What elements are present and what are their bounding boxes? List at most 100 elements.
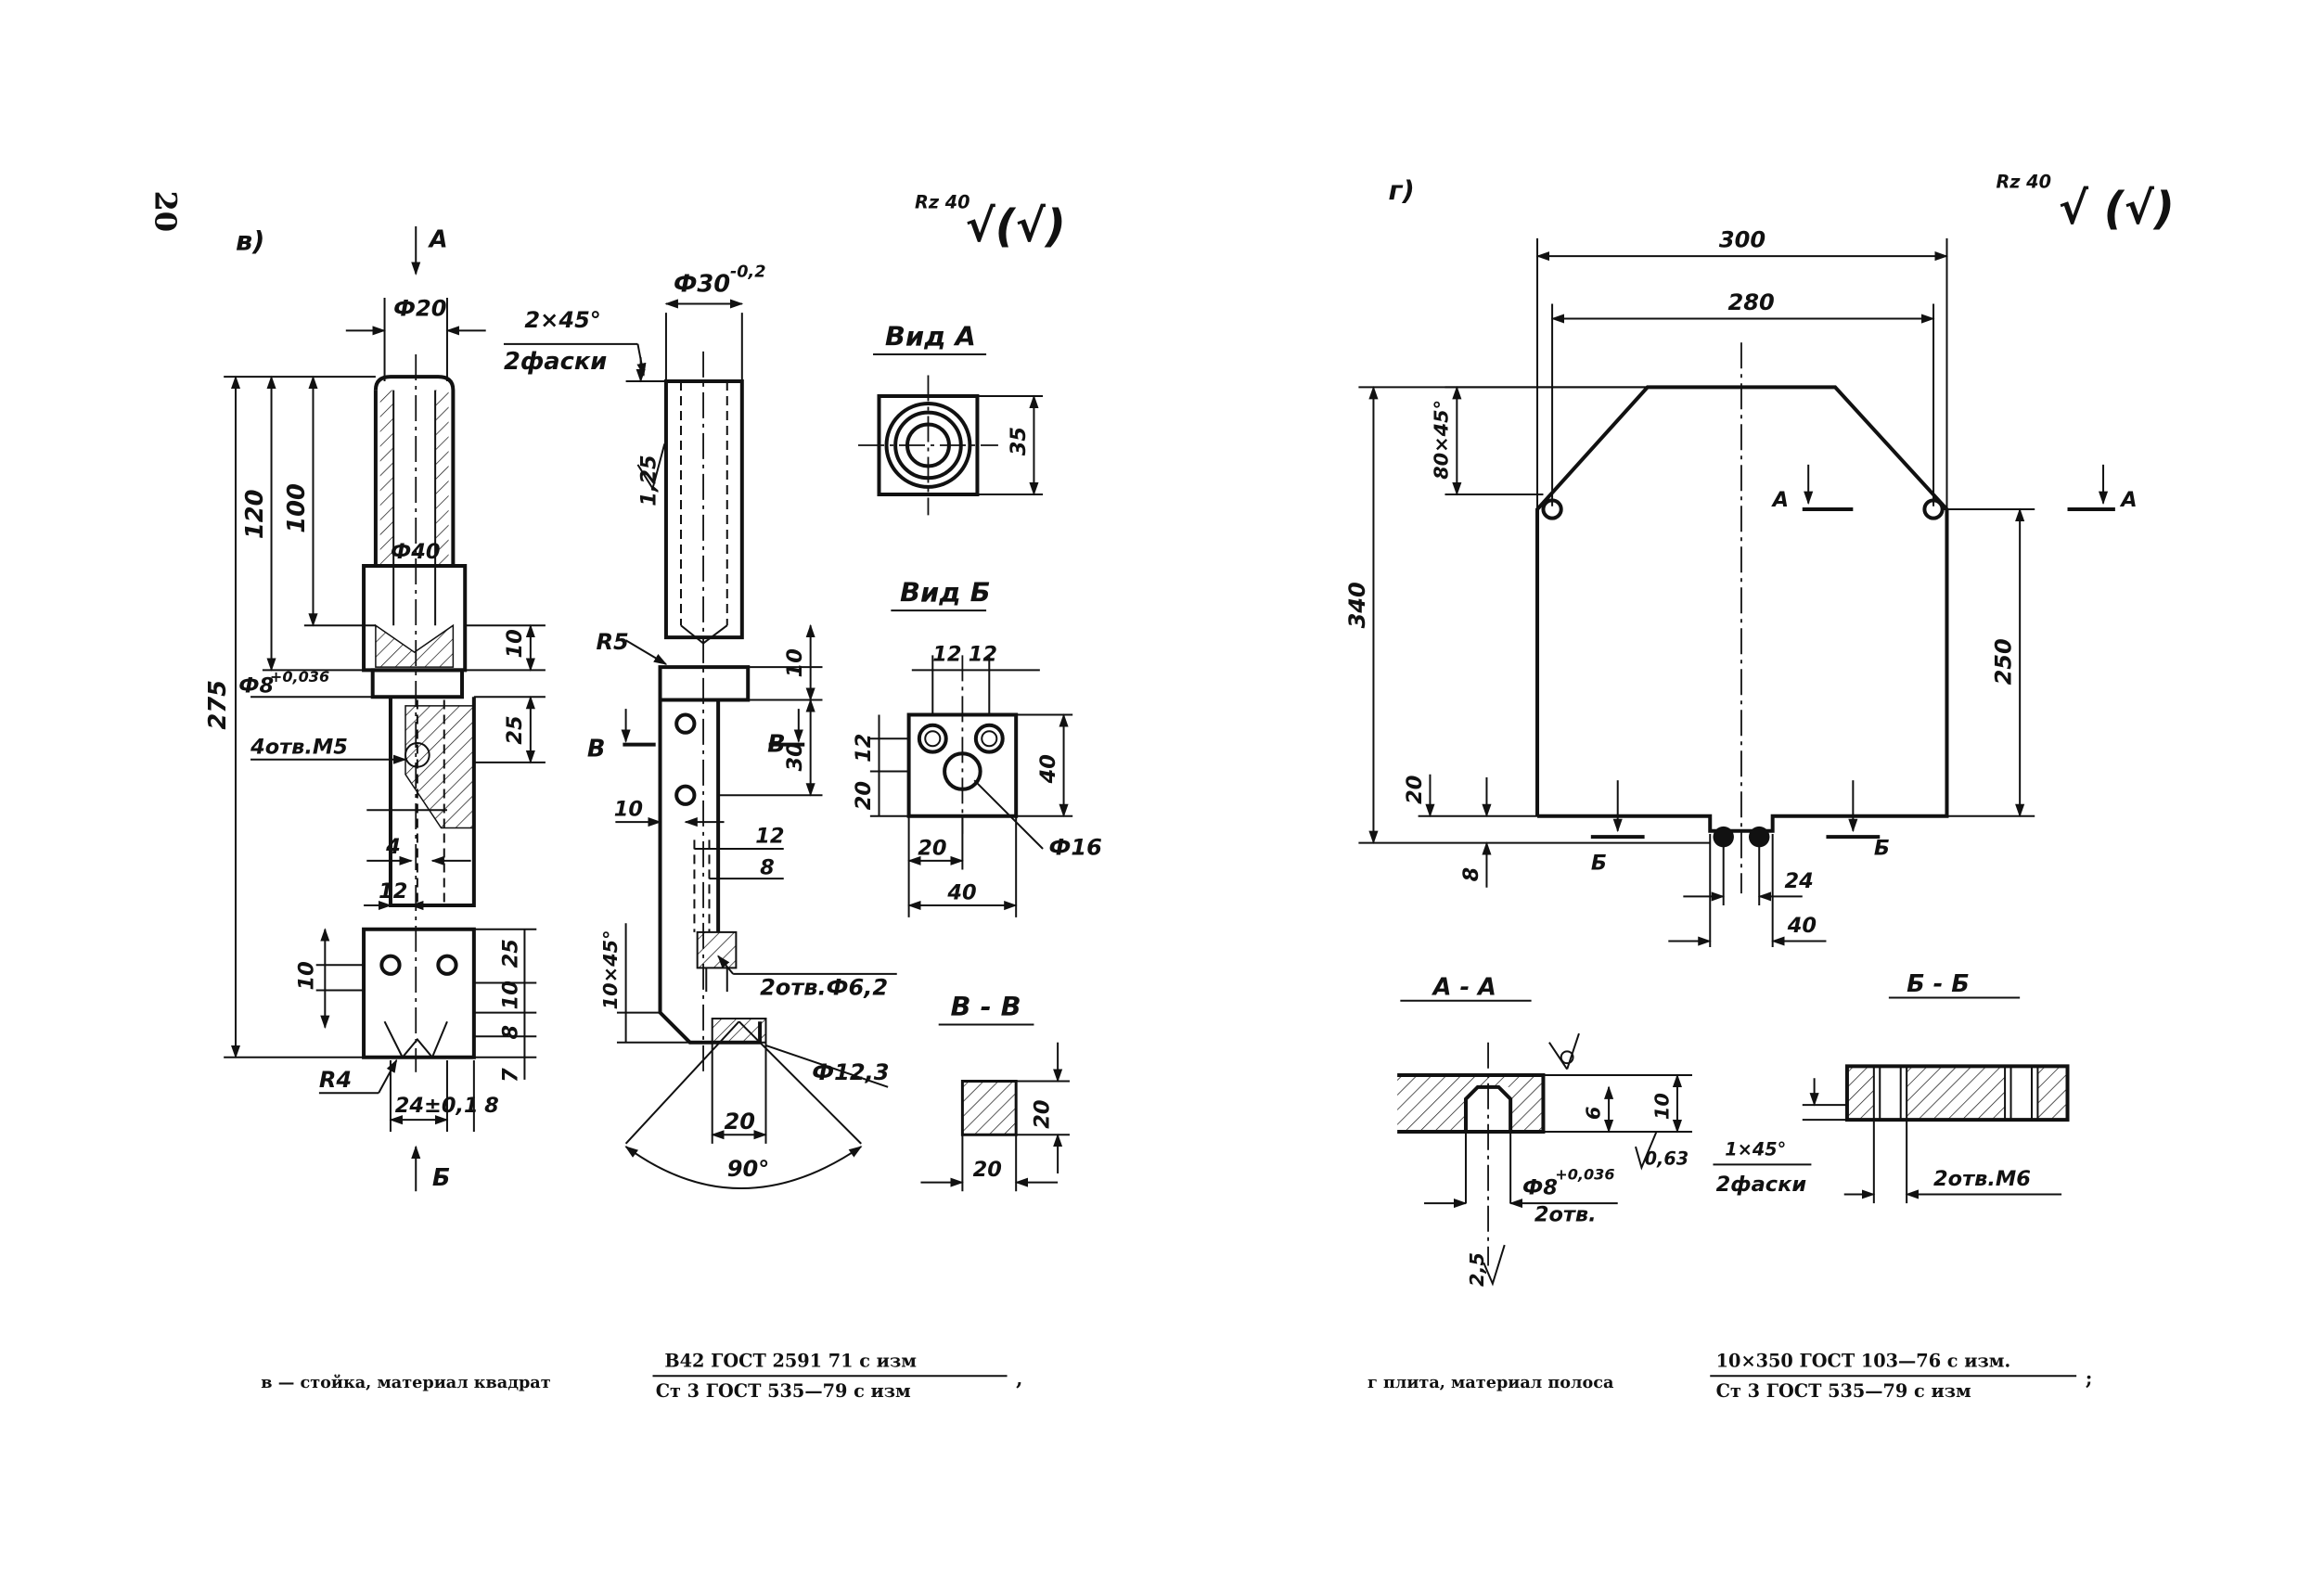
section-bb-body <box>1847 1066 2068 1120</box>
view-b-arrow-label: Б <box>432 1164 451 1192</box>
left-caption-denominator: Ст 3 ГОСТ 535—79 с изм <box>656 1380 911 1402</box>
dim-d30: Ф30 <box>674 271 730 299</box>
dim-30: 30 <box>783 742 807 771</box>
dim-r4: R4 <box>319 1067 352 1093</box>
right-roughness-label: Rz 40 <box>1996 171 2051 192</box>
stand-base <box>364 930 474 1058</box>
right-drawing-plate: г) Rz 40 √ (√) 300 280 80×45° 340 250 <box>1344 171 2175 1401</box>
dim-275: 275 <box>204 680 232 730</box>
dim-100: 100 <box>283 483 311 533</box>
right-drawing-label: г) <box>1389 174 1415 206</box>
dim-250: 250 <box>1991 638 2017 685</box>
view-a-arrow-label: А <box>428 225 448 253</box>
dim-10-horizontal: 10 <box>614 798 643 822</box>
section-aa-rough-25: 2,5 <box>1466 1252 1488 1287</box>
dim-8-right: 8 <box>1459 867 1483 882</box>
dim-d20: Ф20 <box>393 295 446 321</box>
dim-8c: 8 <box>760 855 775 879</box>
section-bb-holes-m6: 2отв.М6 <box>1933 1167 2031 1191</box>
section-aa-dim-10: 10 <box>1650 1093 1673 1120</box>
dim-20-right: 20 <box>1403 776 1427 804</box>
section-b-arrow-label-right: Б <box>1874 836 1890 860</box>
view-b-dim-20v: 20 <box>852 781 876 810</box>
dim-8b: 8 <box>484 1094 499 1118</box>
dim-8: 8 <box>498 1025 522 1040</box>
view-a-title: Вид А <box>885 320 976 352</box>
left-drawing-stand: в) Rz 40 √(√) А Ф20 Ф40 <box>204 192 1102 1402</box>
stand-top-outline <box>376 377 453 566</box>
dim-300: 300 <box>1719 226 1765 252</box>
dim-10b: 10 <box>294 961 318 990</box>
section-aa-holes-label: 2отв. <box>1534 1202 1597 1226</box>
view-b-dim-12a: 12 <box>932 643 961 667</box>
section-bb-title: Б - Б <box>1907 970 1970 998</box>
dim-d123: Ф12,3 <box>812 1059 889 1085</box>
section-vv-dim-20v: 20 <box>1030 1100 1054 1129</box>
section-v-arrow-label-right: В <box>767 731 786 759</box>
left-roughness-label: Rz 40 <box>915 192 970 213</box>
right-caption-suffix: ; <box>2086 1366 2093 1390</box>
left-caption-suffix: , <box>1016 1366 1022 1390</box>
view-b-title: Вид Б <box>900 577 991 609</box>
dim-10c: 10 <box>498 981 522 1009</box>
rough-125: 1,25 <box>637 455 661 506</box>
dim-80x45: 80×45° <box>1431 400 1453 480</box>
section-a-arrow-label-left: А <box>1771 488 1789 512</box>
chamfer-label: 2×45° <box>524 307 600 333</box>
dim-25a: 25 <box>503 715 527 744</box>
dim-24-right: 24 <box>1785 869 1814 893</box>
section-vv-title: В - В <box>951 991 1021 1022</box>
section-bb-chamfer: 1×45° <box>1725 1139 1786 1160</box>
dim-d8-tolerance: +0,036 <box>270 668 329 686</box>
dim-20: 20 <box>725 1109 756 1135</box>
view-a-dim-35: 35 <box>1007 427 1031 455</box>
dim-340: 340 <box>1344 582 1370 628</box>
dim-25b: 25 <box>498 939 522 968</box>
right-caption-denominator: Ст 3 ГОСТ 535—79 с изм <box>1716 1380 1971 1402</box>
dim-d30-tolerance: -0,2 <box>730 263 766 282</box>
dim-10x45: 10×45° <box>599 930 622 1009</box>
section-aa-dim-6: 6 <box>1582 1107 1604 1121</box>
section-a-arrow-label-right: А <box>2119 488 2137 512</box>
dim-280: 280 <box>1728 289 1775 315</box>
right-caption-prefix: г плита, материал полоса <box>1367 1373 1614 1392</box>
section-b-arrow-label-left: Б <box>1591 851 1607 875</box>
right-roughness-symbol: √ (√) <box>2059 183 2175 235</box>
section-aa-dim-d8-tolerance: +0,036 <box>1555 1165 1614 1183</box>
plate-outline <box>1537 387 1946 830</box>
dim-r5: R5 <box>596 629 628 655</box>
dim-10d: 10 <box>783 648 807 677</box>
view-b-dim-d16: Ф16 <box>1048 834 1101 860</box>
dim-10a: 10 <box>503 629 527 658</box>
section-aa-rough-063: 0,63 <box>1645 1147 1689 1169</box>
chamfers-label: 2фаски <box>504 348 607 376</box>
view-b-dim-12c: 12 <box>852 734 876 763</box>
dim-40-right: 40 <box>1787 914 1817 938</box>
page-number: 20 <box>148 190 183 232</box>
view-b-dim-40v: 40 <box>1036 754 1060 784</box>
left-caption-numerator: В42 ГОСТ 2591 71 с изм <box>664 1351 917 1372</box>
holes-62-label: 2отв.Ф6,2 <box>760 974 888 1000</box>
view-b-dim-20h: 20 <box>918 836 946 860</box>
dim-12b: 12 <box>755 825 784 849</box>
section-vv-dim-20h: 20 <box>973 1158 1002 1182</box>
left-roughness-symbol: √(√) <box>966 200 1066 252</box>
view-b-dim-40h: 40 <box>946 881 976 905</box>
holes-m5-label: 4отв.М5 <box>250 735 348 759</box>
dim-120: 120 <box>241 490 269 540</box>
left-caption-prefix: в — стойка, материал квадрат <box>261 1373 550 1392</box>
dim-12: 12 <box>379 879 407 904</box>
section-v-arrow-label-left: В <box>587 735 606 763</box>
dim-d8: Ф8 <box>238 673 274 698</box>
section-aa-title: А - А <box>1432 973 1496 1001</box>
dim-7: 7 <box>498 1068 522 1083</box>
dim-90-deg: 90° <box>727 1156 770 1182</box>
view-b-dim-12b: 12 <box>969 643 997 667</box>
section-aa-dim-d8: Ф8 <box>1522 1175 1558 1199</box>
dim-4: 4 <box>385 835 401 859</box>
right-caption-numerator: 10×350 ГОСТ 103—76 с изм. <box>1716 1351 2011 1372</box>
section-bb-chamfers: 2фаски <box>1716 1173 1807 1197</box>
dim-24: 24±0,1 <box>395 1094 479 1118</box>
